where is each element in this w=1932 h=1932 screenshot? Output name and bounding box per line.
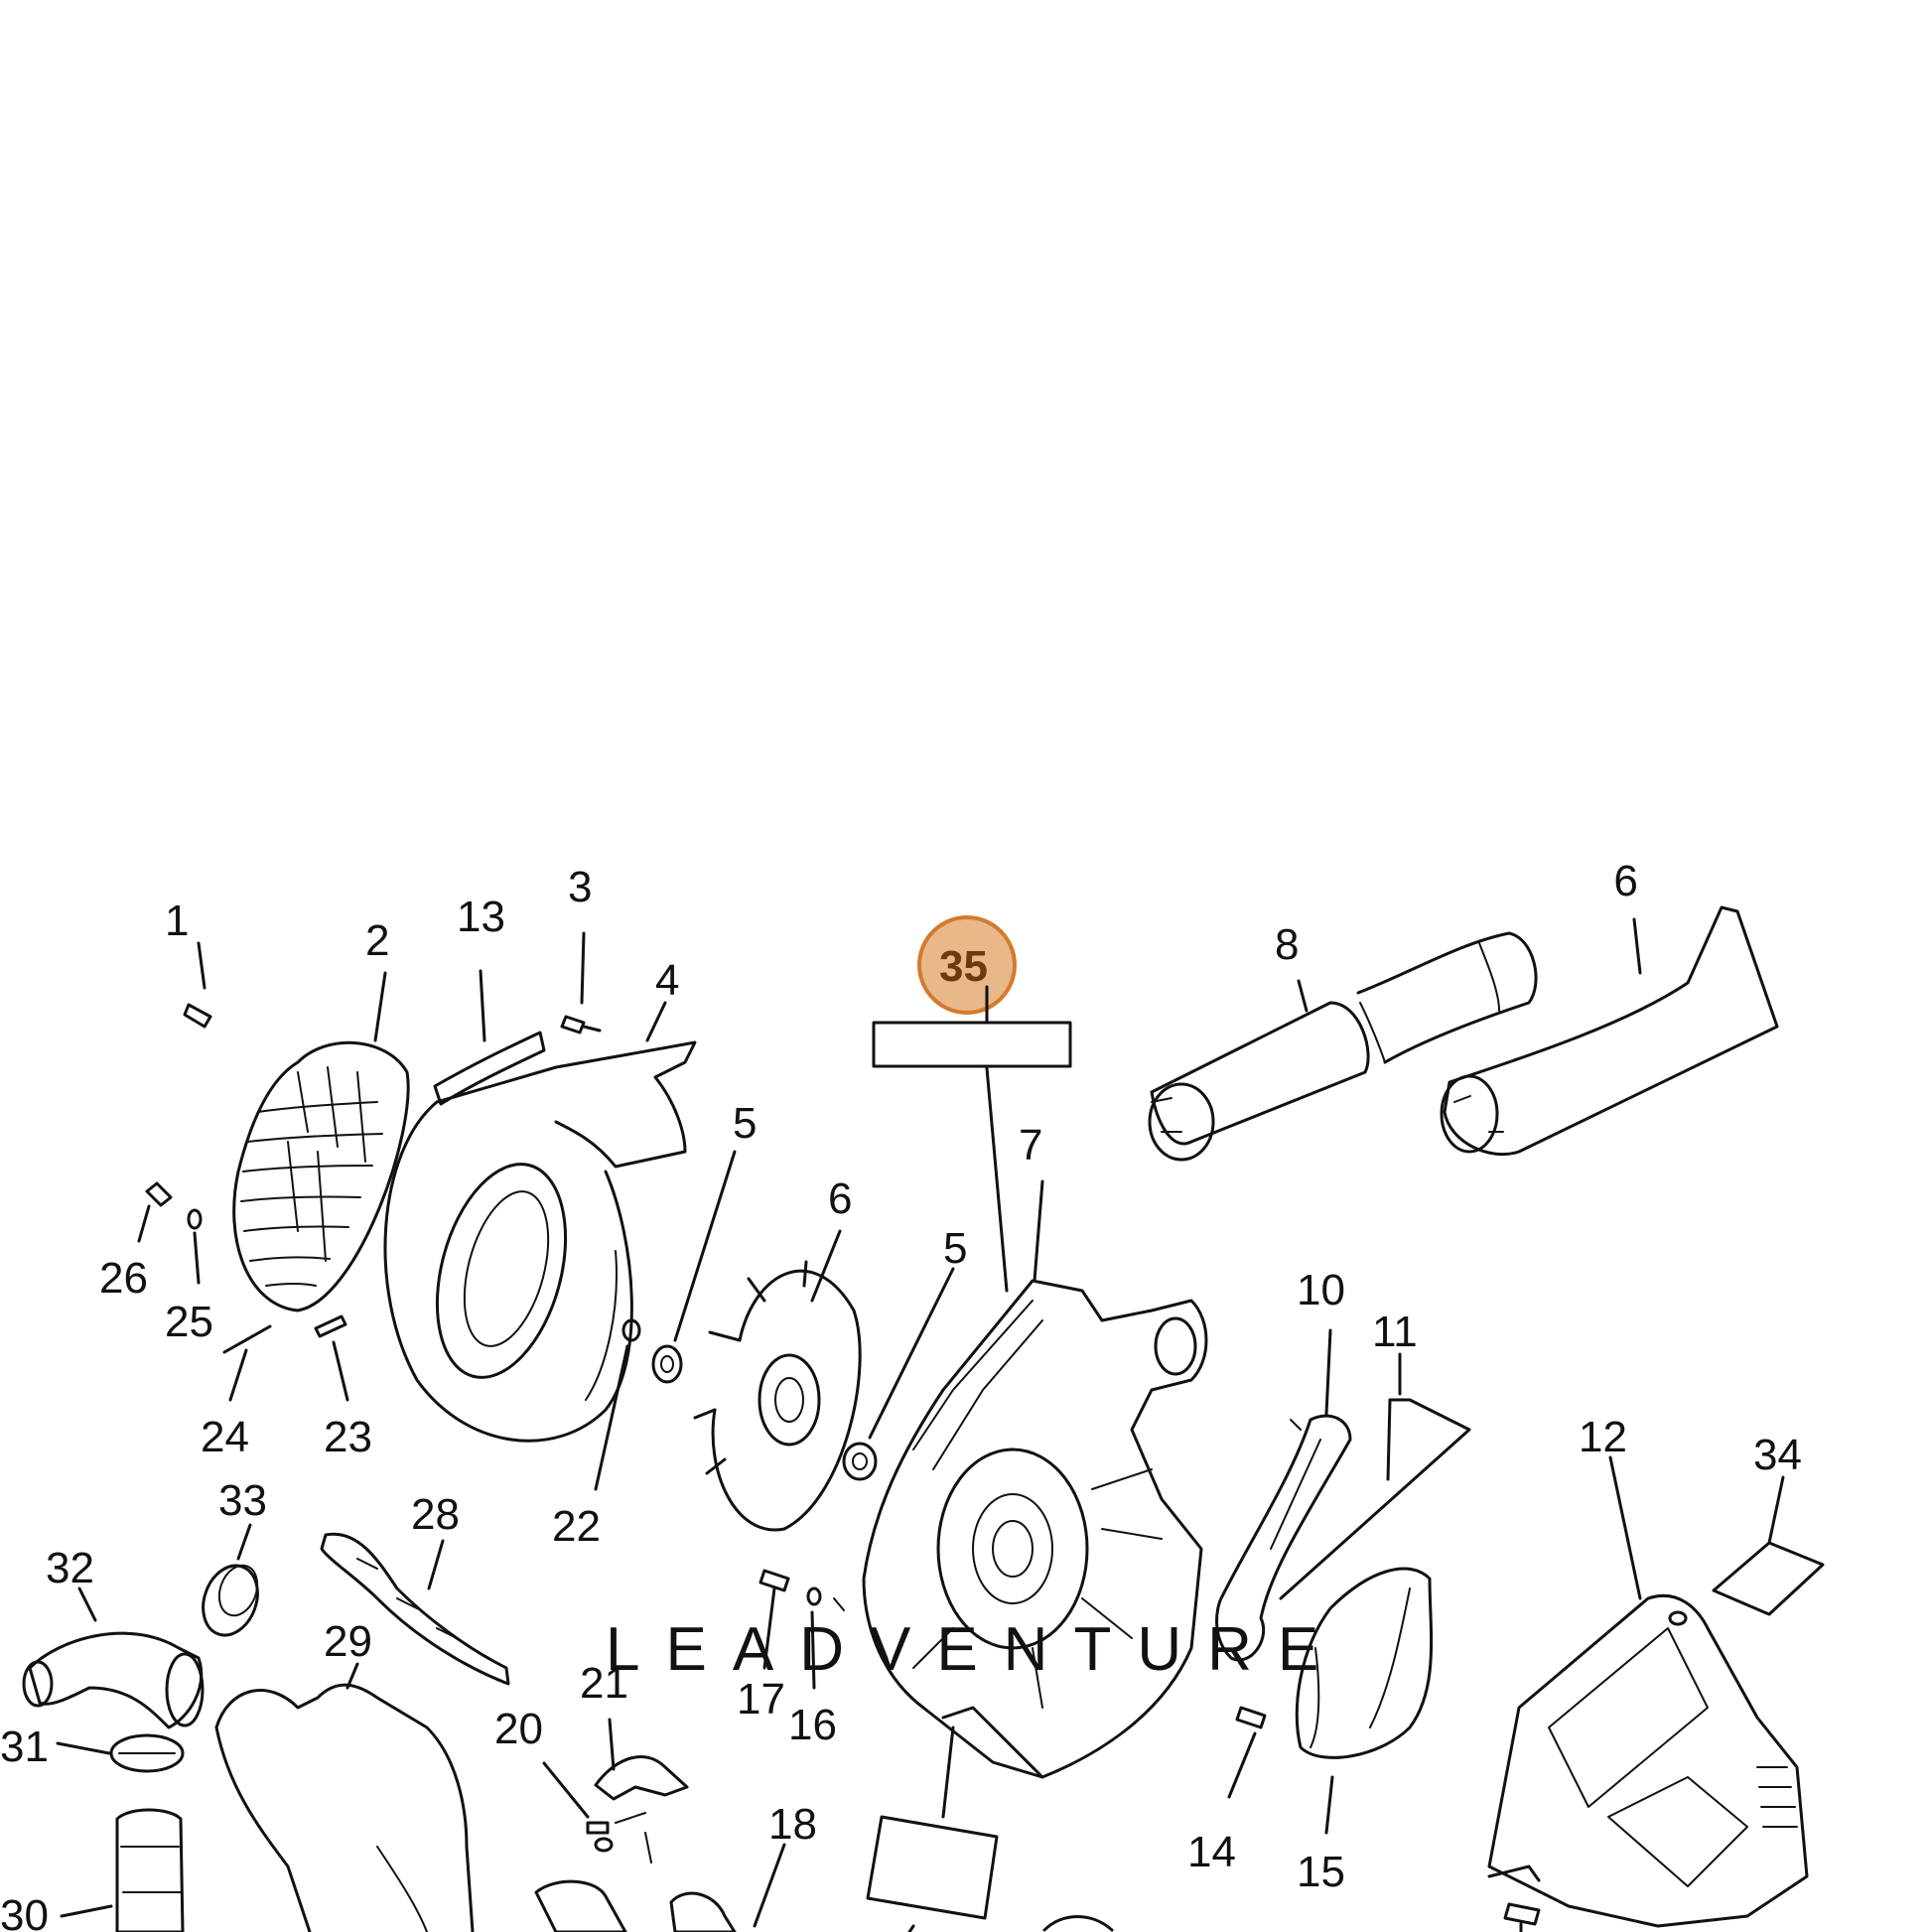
part-32-elbow[interactable] xyxy=(22,1631,205,1729)
callout-18: 18 xyxy=(768,1800,817,1849)
callout-3: 3 xyxy=(568,863,592,911)
part-26-screw[interactable] xyxy=(145,1181,173,1207)
part-29-back-panel[interactable] xyxy=(214,1683,475,1932)
part-6-fan[interactable] xyxy=(693,1260,862,1532)
callout-24: 24 xyxy=(201,1413,249,1461)
part-8-tube[interactable] xyxy=(1148,931,1538,1162)
part-5-nut-left[interactable] xyxy=(651,1344,683,1384)
callout-5b: 5 xyxy=(943,1224,967,1273)
part-13-strip[interactable] xyxy=(433,1031,546,1106)
callout-26: 26 xyxy=(99,1254,148,1303)
part-9-nozzle[interactable] xyxy=(1440,905,1779,1157)
part-18-bracket[interactable] xyxy=(534,1879,737,1932)
part-10-handle[interactable] xyxy=(1215,1414,1352,1662)
callout-25: 25 xyxy=(165,1298,213,1346)
callout-8: 8 xyxy=(1275,920,1299,969)
callout-16: 16 xyxy=(788,1701,837,1749)
part-22-washer[interactable] xyxy=(621,1318,641,1342)
part-partial-bottom-center[interactable] xyxy=(907,1902,1541,1932)
callout-29: 29 xyxy=(324,1617,372,1666)
part-3-screw[interactable] xyxy=(560,1015,602,1035)
callout-10: 10 xyxy=(1297,1266,1345,1314)
part-35-highlight[interactable]: 35 xyxy=(917,915,1017,1015)
part-30-tube[interactable] xyxy=(115,1808,185,1932)
callout-11: 11 xyxy=(1372,1308,1418,1356)
callout-1: 1 xyxy=(165,897,189,945)
part-label-plate-lower[interactable] xyxy=(866,1815,999,1920)
callout-6: 6 xyxy=(828,1174,852,1223)
part-7-main-housing[interactable] xyxy=(862,1279,1208,1779)
callout-30: 30 xyxy=(0,1891,49,1932)
callout-34: 34 xyxy=(1753,1431,1802,1479)
callout-12: 12 xyxy=(1579,1413,1627,1461)
part-16-washer[interactable] xyxy=(806,1587,845,1611)
part-34-label[interactable] xyxy=(1712,1541,1825,1616)
callout-28: 28 xyxy=(411,1490,460,1539)
part-35-label-plate[interactable] xyxy=(872,1021,1072,1068)
part-25-washer[interactable] xyxy=(187,1208,203,1230)
part-2-intake-screen[interactable] xyxy=(232,1040,410,1312)
callout-23: 23 xyxy=(324,1413,372,1461)
watermark: LEADVENTURE xyxy=(606,1615,1344,1684)
callout-13: 13 xyxy=(457,893,505,941)
part-28-strap[interactable] xyxy=(320,1532,510,1686)
highlight-circle xyxy=(917,915,1017,1015)
callout-7: 7 xyxy=(1019,1121,1042,1170)
callout-22: 22 xyxy=(552,1502,601,1551)
part-17-screw[interactable] xyxy=(759,1569,790,1592)
part-5-washer-right[interactable] xyxy=(842,1442,878,1481)
part-4-fan-housing[interactable] xyxy=(383,1040,697,1443)
callout-20: 20 xyxy=(494,1705,543,1753)
part-15-cover[interactable] xyxy=(1295,1567,1434,1759)
callout-21: 21 xyxy=(580,1659,628,1708)
callout-4: 4 xyxy=(655,956,679,1005)
part-20-screw[interactable] xyxy=(586,1821,614,1853)
part-23-screw[interactable] xyxy=(314,1314,347,1338)
callout-15: 15 xyxy=(1297,1848,1345,1896)
callout-17: 17 xyxy=(737,1675,785,1724)
callout-35: 35 xyxy=(939,942,988,991)
callout-5a: 5 xyxy=(733,1099,757,1148)
part-24-pin[interactable] xyxy=(222,1324,272,1354)
part-21-bracket[interactable] xyxy=(594,1755,689,1863)
callout-9: 9 xyxy=(1614,856,1638,904)
part-12-engine[interactable] xyxy=(1487,1593,1809,1928)
part-33-clamp[interactable] xyxy=(194,1558,266,1642)
callout-31: 31 xyxy=(0,1723,49,1771)
part-31-clamp[interactable] xyxy=(109,1733,185,1773)
part-14-screw[interactable] xyxy=(1235,1706,1267,1729)
callout-32: 32 xyxy=(46,1544,94,1592)
callout-33: 33 xyxy=(218,1476,267,1525)
callout-2: 2 xyxy=(365,916,389,965)
callout-14: 14 xyxy=(1187,1828,1236,1876)
part-11-clip[interactable] xyxy=(1279,1398,1471,1600)
part-1-screw[interactable] xyxy=(183,1003,212,1029)
